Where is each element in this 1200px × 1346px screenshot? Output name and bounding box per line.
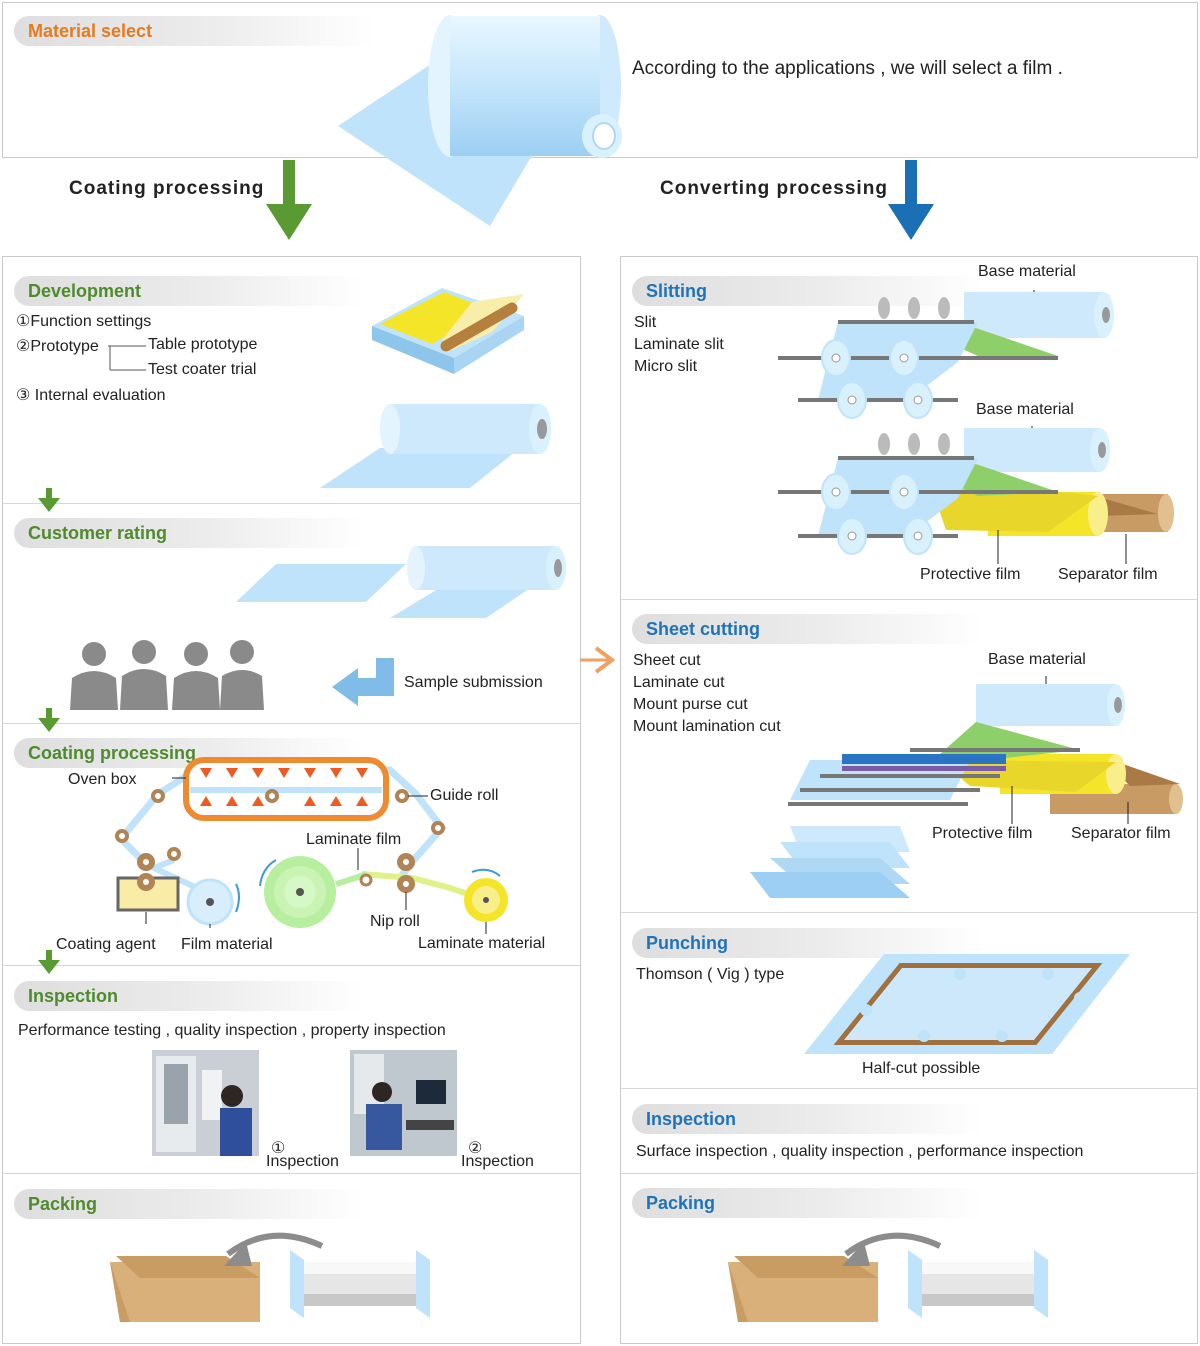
coating-agent-label: Coating agent	[56, 936, 156, 953]
packing-right-illustration	[728, 1232, 1048, 1322]
inspection-photo-2	[350, 1050, 457, 1156]
inspection-photo-1	[152, 1050, 259, 1156]
slitting-item-slit: Slit	[634, 314, 657, 331]
inspection-right-title: Inspection	[632, 1104, 982, 1134]
sheet-cutting-separator-label: Separator film	[1071, 825, 1171, 842]
small-green-arrow-3	[38, 950, 60, 974]
development-sub-table: Table prototype	[148, 336, 258, 353]
sheet-cutting-item-mount-purse: Mount purse cut	[633, 696, 748, 713]
slitting-item-laminate: Laminate slit	[634, 336, 724, 353]
sheet-cutting-item-sheet: Sheet cut	[633, 652, 701, 669]
inspection-photo-1-num: ①	[271, 1140, 286, 1157]
slitting-base-label-1: Base material	[978, 263, 1076, 280]
coating-line-diagram	[115, 757, 508, 934]
orange-right-arrow	[580, 646, 616, 674]
sheet-cutting-item-mount-lamination: Mount lamination cut	[633, 718, 781, 735]
slitting-item-micro: Micro slit	[634, 358, 698, 375]
coating-branch-label: Coating processing	[69, 178, 265, 199]
sample-submission-arrow	[332, 658, 394, 706]
slitter-diagram-2	[778, 426, 1174, 564]
customer-rating-section	[3, 503, 580, 504]
laminate-film-label: Laminate film	[306, 831, 402, 848]
development-title: Development	[14, 276, 364, 306]
packing-right-section	[621, 1173, 1197, 1174]
small-green-arrow-2	[38, 708, 60, 732]
sample-submission-label: Sample submission	[404, 674, 543, 691]
guide-roll-label: Guide roll	[430, 787, 499, 804]
sheet-cutter-diagram	[750, 676, 1183, 898]
coating-processing-section	[3, 723, 580, 724]
slitter-diagram-1	[778, 290, 1114, 419]
slitting-protective-label: Protective film	[920, 566, 1021, 583]
slitting-title: Slitting	[632, 276, 982, 306]
slitting-base-label-2: Base material	[976, 401, 1074, 418]
prototype-bracket	[108, 345, 146, 371]
packing-left-section	[3, 1173, 580, 1174]
inspection-photo-2-num: ②	[468, 1140, 483, 1157]
development-sub-test: Test coater trial	[148, 361, 257, 378]
customer-rating-title: Customer rating	[14, 518, 364, 548]
inspection-right-section	[621, 1088, 1197, 1089]
packing-right-title: Packing	[632, 1188, 982, 1218]
punching-type-label: Thomson ( Vig ) type	[636, 966, 785, 983]
punching-halfcut-label: Half-cut possible	[862, 1060, 981, 1077]
inspection-right-desc: Surface inspection , quality inspection …	[636, 1143, 1084, 1160]
development-item-function: ①Function settings	[16, 313, 152, 330]
sheet-cutting-base-label: Base material	[988, 651, 1086, 668]
two-film-sheets-illustration	[236, 546, 566, 618]
converting-branch-label: Converting processing	[660, 178, 888, 199]
film-material-label: Film material	[181, 936, 273, 953]
blue-down-arrow	[888, 160, 934, 240]
punching-title: Punching	[632, 928, 982, 958]
inspection-left-title: Inspection	[14, 981, 364, 1011]
laminate-material-label: Laminate material	[418, 935, 546, 952]
sheet-cutting-title: Sheet cutting	[632, 614, 982, 644]
sheet-cutting-section	[621, 599, 1197, 600]
slitting-separator-label: Separator film	[1058, 566, 1158, 583]
development-item-internal: ③ Internal evaluation	[16, 387, 166, 404]
inspection-left-section	[3, 965, 580, 966]
packing-left-illustration	[110, 1232, 430, 1322]
inspection-photo-2-label: Inspection	[461, 1153, 534, 1170]
inspection-photo-1-label: Inspection	[266, 1153, 339, 1170]
sheet-cutting-item-laminate: Laminate cut	[633, 674, 725, 691]
material-select-title: Material select	[14, 16, 374, 46]
material-select-description: According to the applications , we will …	[632, 58, 1063, 79]
development-item-prototype: ②Prototype	[16, 338, 99, 355]
thomson-punch-illustration	[804, 954, 1130, 1054]
customers-group-icon	[70, 640, 264, 710]
small-green-arrow-1	[38, 488, 60, 512]
film-roll-illustration	[338, 15, 622, 226]
packing-left-title: Packing	[14, 1189, 364, 1219]
film-roll-small-1	[320, 404, 551, 488]
nip-roll-label: Nip roll	[370, 913, 420, 930]
inspection-left-desc: Performance testing , quality inspection…	[18, 1022, 446, 1039]
sheet-cutting-protective-label: Protective film	[932, 825, 1033, 842]
punching-section	[621, 912, 1197, 913]
oven-box-label: Oven box	[68, 771, 137, 788]
coater-plate-illustration	[372, 288, 524, 374]
green-down-arrow	[266, 160, 312, 240]
